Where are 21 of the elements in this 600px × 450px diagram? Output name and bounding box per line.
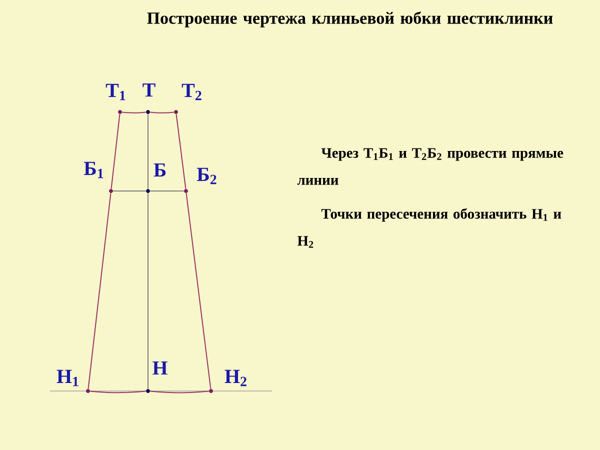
point-label: Б$_{2}$ <box>196 168 216 184</box>
point-label: Н$_{2}$ <box>224 370 246 386</box>
line <box>110 114 120 190</box>
point-label: Т$_{1}$ <box>106 84 126 100</box>
point-label: Н <box>152 361 168 375</box>
instruction-text: Точки пересечения обозначить Н$_{1}$ и Н$_{2}$ <box>297 208 562 248</box>
line <box>88 192 112 390</box>
line <box>176 114 186 190</box>
point-label: Т <box>142 83 156 97</box>
point-label: Б$_{1}$ <box>84 162 104 178</box>
point-label: Б <box>154 163 166 177</box>
line <box>112 190 146 192</box>
title: Построение чертежа клиньевой юбки шестиклинки <box>147 12 553 28</box>
line <box>150 112 174 114</box>
point-label: Н$_{1}$ <box>56 370 78 386</box>
line <box>150 390 210 394</box>
point-label: Т$_{2}$ <box>182 84 202 100</box>
line <box>150 190 184 192</box>
line <box>186 192 212 390</box>
line <box>122 112 146 114</box>
line <box>90 390 146 394</box>
